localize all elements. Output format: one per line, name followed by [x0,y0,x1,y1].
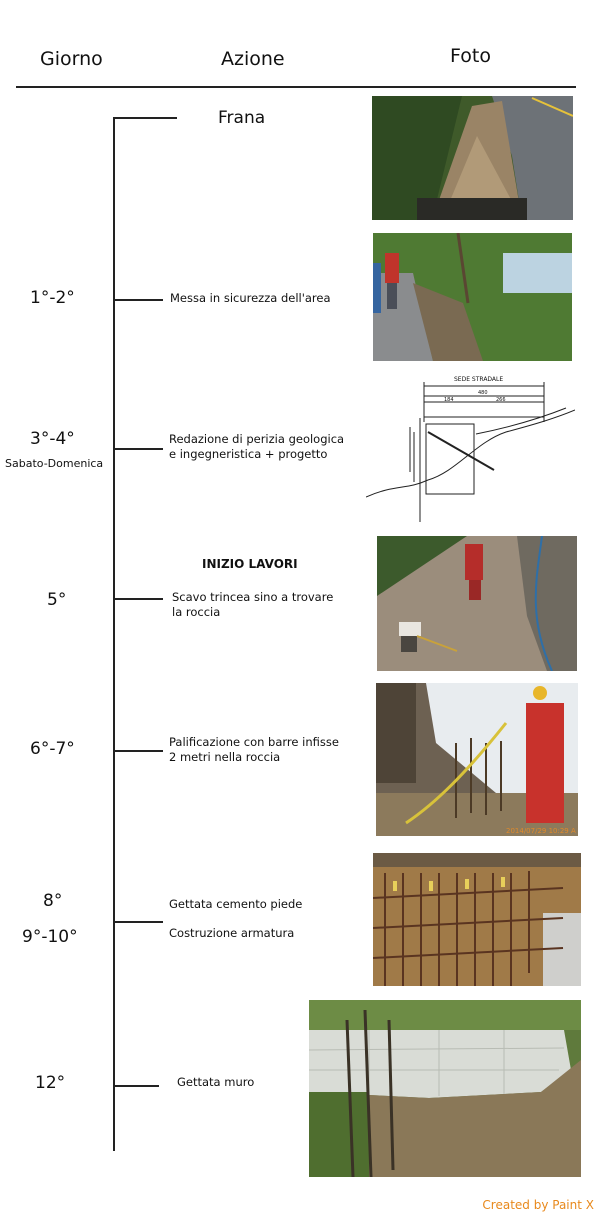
timeline-tick [113,299,163,301]
photo-piling: 2014/07/29 10:29 A [376,683,578,836]
event-label-frana: Frana [218,108,266,128]
photo-securing [373,233,572,361]
header-day: Giorno [40,48,103,70]
photo-timestamp: 2014/07/29 10:29 A [506,827,576,835]
day-label: 1°-2° [30,288,75,308]
day-label: 12° [35,1073,66,1093]
start-works-note: INIZIO LAVORI [202,557,298,571]
action-label: Messa in sicurezza dell'area [170,291,331,305]
action-label: Redazione di perizia geologica e ingegne… [169,432,345,461]
day-label: 3°-4° [30,429,75,449]
photo-concrete-wall [309,1000,581,1177]
drawing-dimension-a: 184 [444,397,454,403]
day-sublabel: Sabato-Domenica [5,457,104,470]
photo-trench-excavation [377,536,577,671]
action-label: Gettata cemento piede [169,897,303,911]
photo-rebar [373,853,581,986]
timeline-tick [113,117,177,119]
photo-landslide [372,96,573,220]
drawing-road-label: SEDE STRADALE [454,376,503,383]
action-label: Palificazione con barre infisse 2 metri … [169,735,339,764]
day-label: 9°-10° [22,927,78,947]
header-photo: Foto [450,45,491,67]
action-label: Scavo trincea sino a trovare la roccia [172,590,334,619]
action-label: Costruzione armatura [169,926,295,940]
timeline-tick [113,1085,159,1087]
drawing-dimension-b: 266 [496,397,506,403]
drawing-dimension-total: 480 [478,390,488,396]
credit-text: Created by Paint X [482,1198,594,1212]
timeline-line [113,117,115,1151]
timeline-tick [113,448,163,450]
day-label: 8° [43,891,63,911]
timeline-tick [113,921,163,923]
action-label: Gettata muro [177,1075,255,1089]
header-divider [16,86,576,88]
timeline-tick [113,750,163,752]
photo-technical-drawing: SEDE STRADALE 480 184 266 [366,372,575,528]
day-label: 6°-7° [30,739,75,759]
timeline-tick [113,598,163,600]
header-action: Azione [221,48,285,70]
day-label: 5° [47,590,67,610]
